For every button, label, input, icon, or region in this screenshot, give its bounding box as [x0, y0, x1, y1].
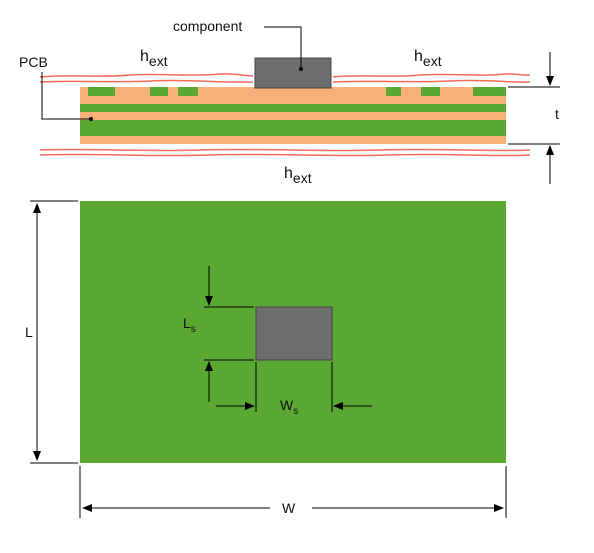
- ws-label: Ws: [280, 397, 298, 417]
- h-ext-bottom-line-1: [39, 148, 531, 152]
- board-layer-6: [80, 136, 506, 144]
- pcb-leader-line: [41, 72, 91, 120]
- copper-pad: [198, 87, 386, 96]
- board-layer-3: [80, 104, 506, 112]
- component-body: [254, 57, 332, 89]
- board-layer-4: [80, 112, 506, 120]
- component-footprint: [255, 306, 333, 361]
- width-label: W: [282, 500, 296, 516]
- length-label: L: [25, 324, 33, 340]
- cross-section-view: component PCB hext hext hext t: [19, 18, 560, 186]
- copper-pad: [168, 87, 178, 96]
- copper-pad: [115, 87, 150, 96]
- board-layer-2: [80, 96, 506, 104]
- h-ext-top-right-line: [332, 73, 531, 78]
- copper-pad: [440, 87, 473, 96]
- component-leader-line: [264, 26, 302, 69]
- component-label: component: [173, 18, 242, 34]
- h-ext-top-left-line: [39, 73, 254, 78]
- copper-pad: [80, 87, 88, 96]
- h-ext-label-top-right: hext: [414, 48, 442, 69]
- h-ext-top-left-line-2: [39, 79, 254, 83]
- h-ext-top-right-line-2: [332, 79, 531, 83]
- h-ext-label-bottom: hext: [284, 165, 312, 186]
- board-layer-5: [80, 120, 506, 136]
- pcb-label: PCB: [19, 54, 48, 70]
- copper-pad: [401, 87, 421, 96]
- thickness-label: t: [555, 106, 559, 122]
- h-ext-label-top-left: hext: [140, 48, 168, 69]
- h-ext-bottom-line-2: [39, 153, 531, 157]
- top-view: L W Ls Ws: [25, 200, 507, 518]
- ls-label: Ls: [183, 315, 196, 335]
